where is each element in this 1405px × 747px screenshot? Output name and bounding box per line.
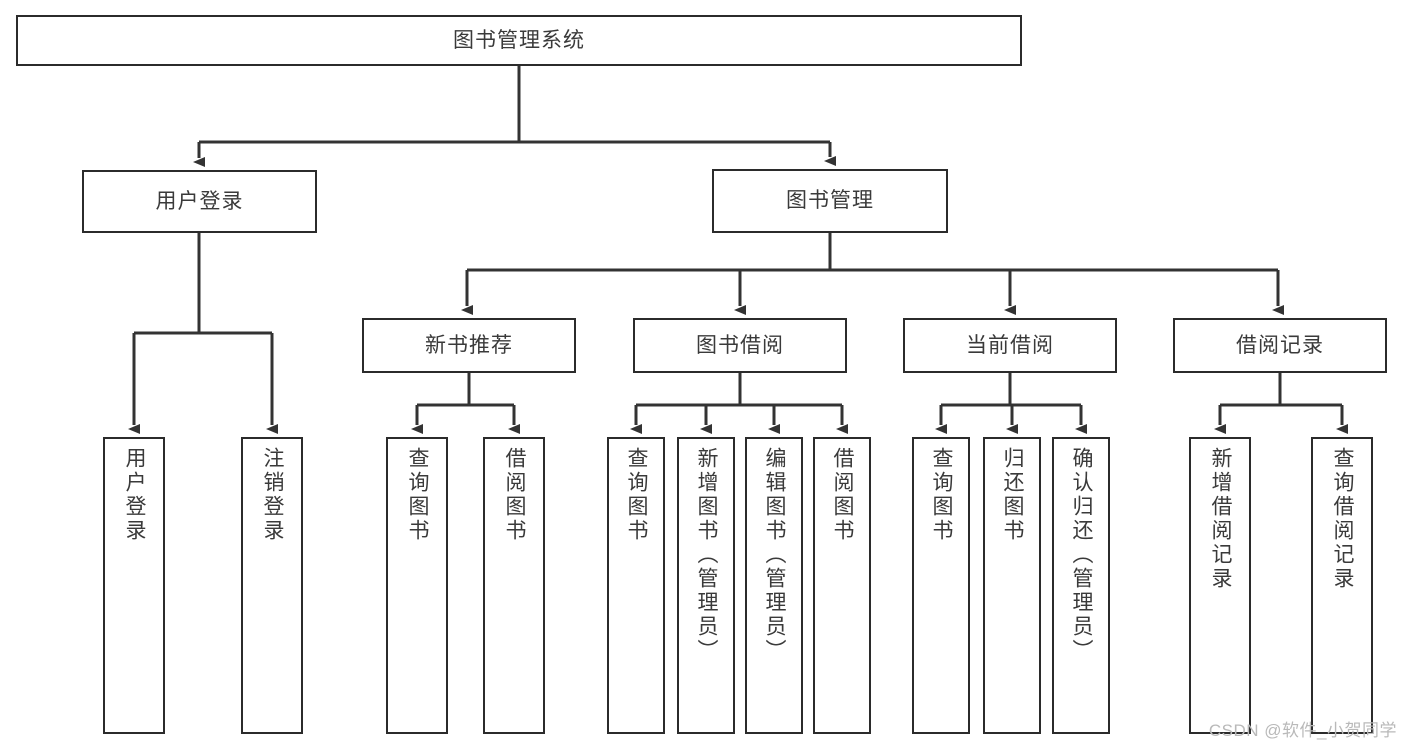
- node-label: 新增借阅记录: [1209, 447, 1233, 591]
- node-label: 注销登录: [261, 447, 285, 543]
- node-label: 确认归还（管理员）: [1070, 447, 1094, 663]
- node-label: 借阅图书: [503, 447, 527, 543]
- node-root-system[interactable]: 图书管理系统: [16, 15, 1022, 66]
- node-label: 新书推荐: [425, 333, 513, 357]
- edge-bookmanage-to-level2: [461, 233, 1284, 315]
- node-label: 新增图书（管理员）: [695, 447, 719, 663]
- node-current-borrowing[interactable]: 当前借阅: [903, 318, 1117, 373]
- node-label: 当前借阅: [966, 333, 1054, 357]
- node-label: 图书管理系统: [453, 28, 585, 52]
- node-borrowing-records[interactable]: 借阅记录: [1173, 318, 1387, 373]
- node-user-login[interactable]: 用户登录: [82, 170, 317, 233]
- node-leaf-query-book-recommend[interactable]: 查询图书: [386, 437, 448, 734]
- node-label: 借阅记录: [1236, 333, 1324, 357]
- edge-newbookrec-to-leaves: [411, 373, 520, 434]
- edge-root-to-level1: [193, 66, 836, 167]
- node-leaf-add-book-admin[interactable]: 新增图书（管理员）: [677, 437, 735, 734]
- node-label: 图书管理: [786, 189, 874, 213]
- node-book-borrowing[interactable]: 图书借阅: [633, 318, 847, 373]
- node-new-book-recommendation[interactable]: 新书推荐: [362, 318, 576, 373]
- node-label: 借阅图书: [831, 447, 855, 543]
- node-book-management[interactable]: 图书管理: [712, 169, 948, 233]
- node-leaf-query-book-current[interactable]: 查询图书: [912, 437, 970, 734]
- edge-userlogin-to-leaves: [128, 233, 278, 434]
- node-leaf-logout[interactable]: 注销登录: [241, 437, 303, 734]
- node-leaf-add-borrow-record[interactable]: 新增借阅记录: [1189, 437, 1251, 734]
- node-label: 用户登录: [155, 189, 244, 213]
- edge-bookborrow-to-leaves: [630, 373, 848, 434]
- edge-currentborrow-to-leaves: [935, 373, 1087, 434]
- node-label: 用户登录: [123, 447, 147, 543]
- node-label: 查询图书: [930, 447, 954, 543]
- node-leaf-edit-book-admin[interactable]: 编辑图书（管理员）: [745, 437, 803, 734]
- node-label: 查询图书: [406, 447, 430, 543]
- node-label: 查询图书: [625, 447, 649, 543]
- node-leaf-user-login[interactable]: 用户登录: [103, 437, 165, 734]
- node-label: 查询借阅记录: [1331, 447, 1355, 591]
- node-leaf-borrow-book-recommend[interactable]: 借阅图书: [483, 437, 545, 734]
- node-leaf-query-borrow-record[interactable]: 查询借阅记录: [1311, 437, 1373, 734]
- node-leaf-borrow-book[interactable]: 借阅图书: [813, 437, 871, 734]
- node-leaf-confirm-return-admin[interactable]: 确认归还（管理员）: [1052, 437, 1110, 734]
- edge-borrowrecord-to-leaves: [1214, 373, 1348, 434]
- node-leaf-query-book-borrow[interactable]: 查询图书: [607, 437, 665, 734]
- node-label: 归还图书: [1001, 447, 1025, 543]
- node-label: 编辑图书（管理员）: [763, 447, 787, 663]
- node-label: 图书借阅: [696, 333, 784, 357]
- node-leaf-return-book[interactable]: 归还图书: [983, 437, 1041, 734]
